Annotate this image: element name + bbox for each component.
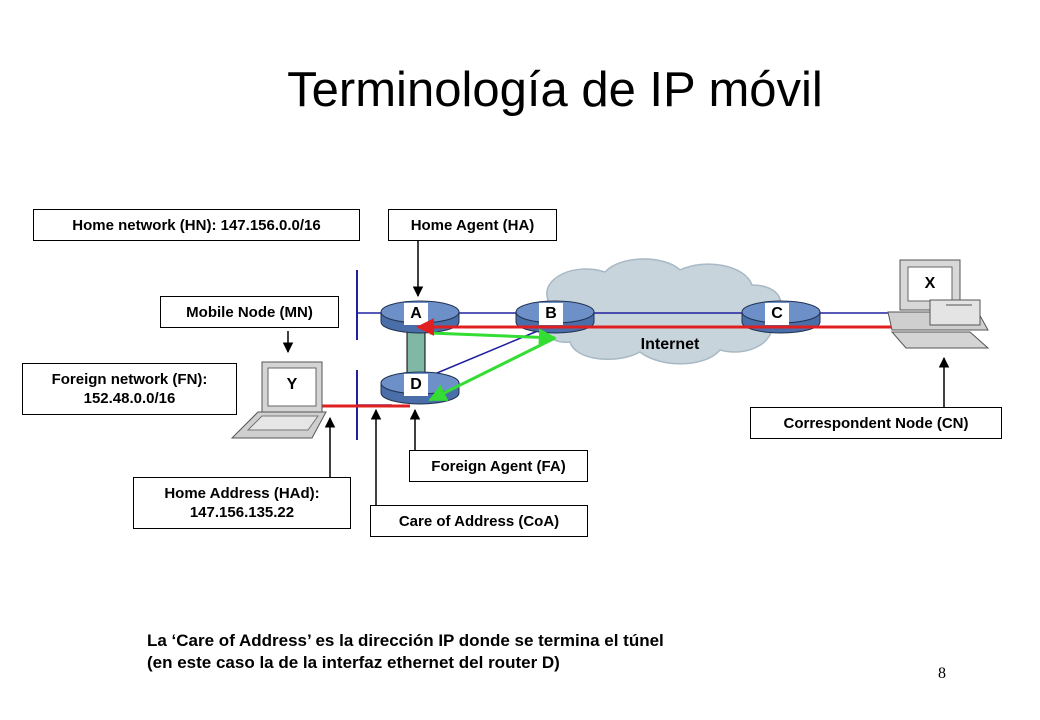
green-arrow-b-d [428, 336, 556, 402]
computer-x-icon [887, 259, 990, 349]
host-y-label: Y [286, 376, 298, 393]
router-d-label: D [410, 376, 422, 393]
caption: La ‘Care of Address’ es la dirección IP … [147, 630, 664, 674]
caption-line-1: La ‘Care of Address’ es la dirección IP … [147, 631, 664, 650]
home-network-box: Home network (HN): 147.156.0.0/16 [33, 209, 360, 241]
internet-label: Internet [640, 336, 700, 353]
page-number: 8 [938, 665, 946, 682]
host-x-label: X [924, 275, 936, 292]
router-a-label: A [410, 305, 422, 322]
correspondent-node-box: Correspondent Node (CN) [750, 407, 1002, 439]
home-address-box: Home Address (HAd): 147.156.135.22 [133, 477, 351, 529]
laptop-y-icon [230, 361, 327, 439]
caption-line-2: (en este caso la de la interfaz ethernet… [147, 653, 560, 672]
home-agent-box: Home Agent (HA) [388, 209, 557, 241]
mobile-node-box: Mobile Node (MN) [160, 296, 339, 328]
tunnel-a-d [406, 327, 426, 377]
green-arrow-a-b [429, 328, 557, 347]
care-of-address-box: Care of Address (CoA) [370, 505, 588, 537]
router-b-label: B [545, 305, 557, 322]
page-title: Terminología de IP móvil [287, 63, 823, 117]
router-c-label: C [771, 305, 783, 322]
foreign-agent-box: Foreign Agent (FA) [409, 450, 588, 482]
foreign-network-box: Foreign network (FN): 152.48.0.0/16 [22, 363, 237, 415]
